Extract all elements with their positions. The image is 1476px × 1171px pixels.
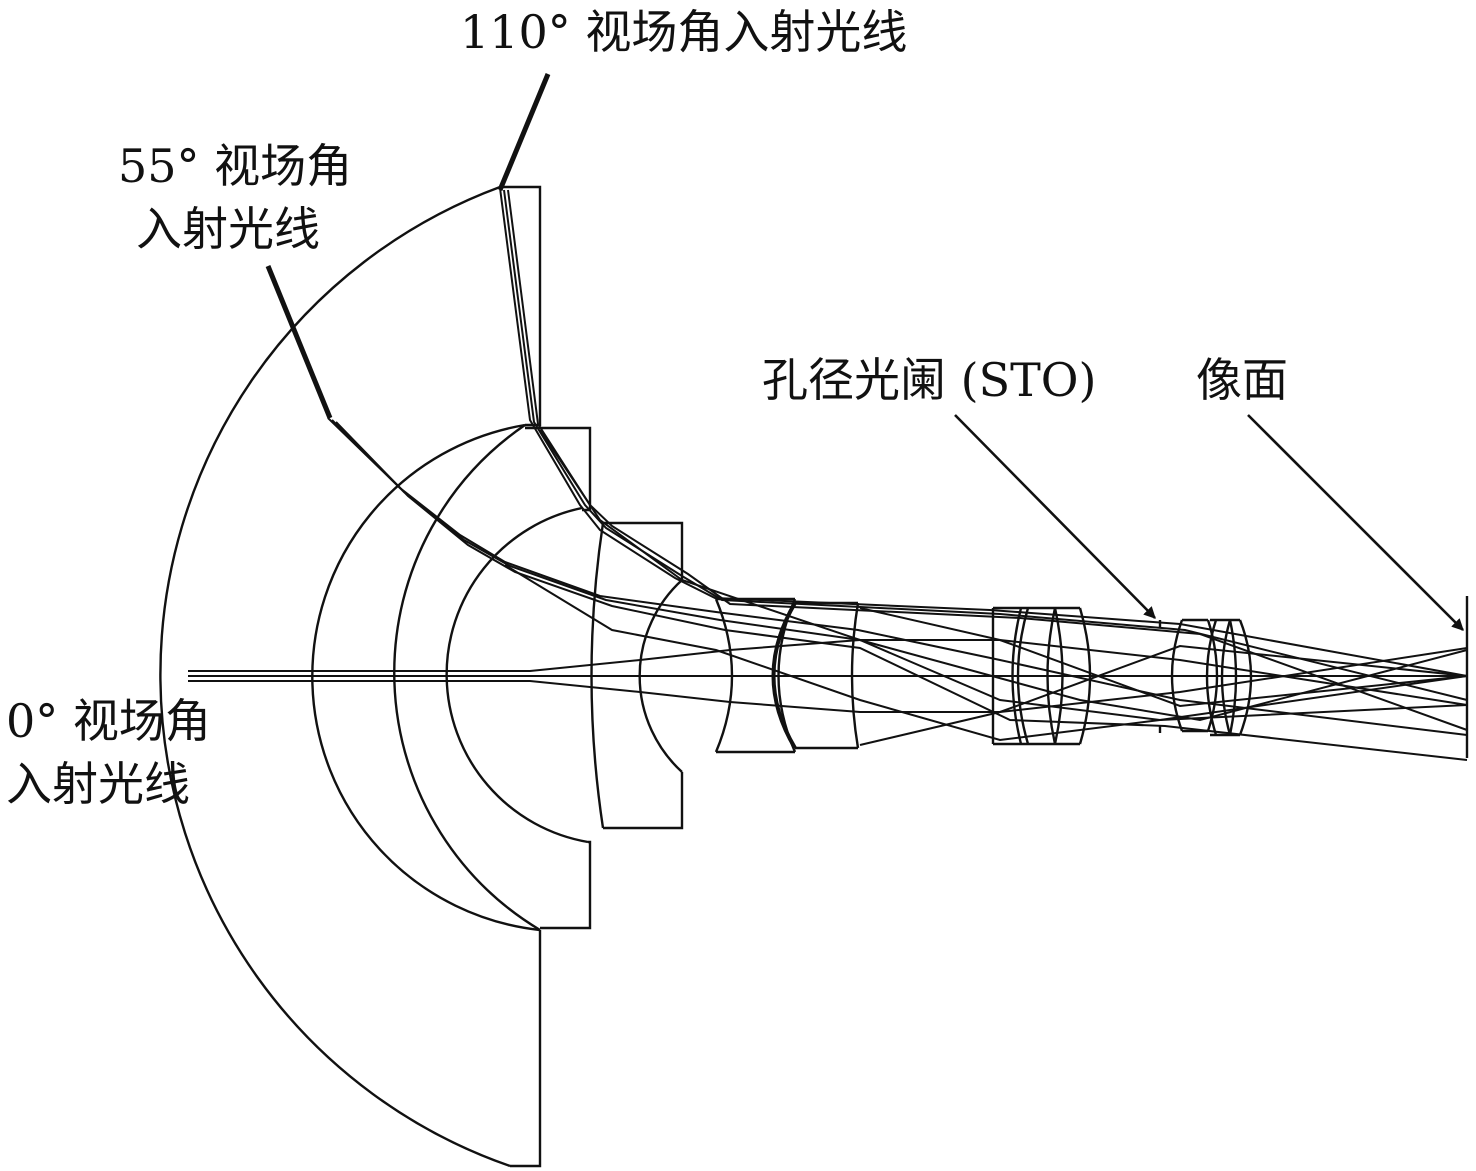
- label-0-field-line1: 0° 视场角: [6, 694, 211, 748]
- label-aperture-stop: 孔径光阑 (STO): [762, 353, 1097, 407]
- image-plane-leader-arrow: [1247, 414, 1464, 631]
- label-55-field-line2: 入射光线: [136, 202, 320, 256]
- label-image-plane: 像面: [1196, 353, 1288, 407]
- stop-leader-arrow: [954, 414, 1156, 619]
- lens-2: [311, 423, 592, 932]
- lens-1: [159, 185, 542, 1168]
- label-0-field-line2: 入射光线: [6, 757, 190, 811]
- label-55-field-line1: 55° 视场角: [118, 139, 353, 193]
- label-110-field-ray: 110° 视场角入射光线: [460, 5, 908, 59]
- ray-bundle-55: [265, 265, 1468, 761]
- ray-bundle-0: [188, 607, 1468, 746]
